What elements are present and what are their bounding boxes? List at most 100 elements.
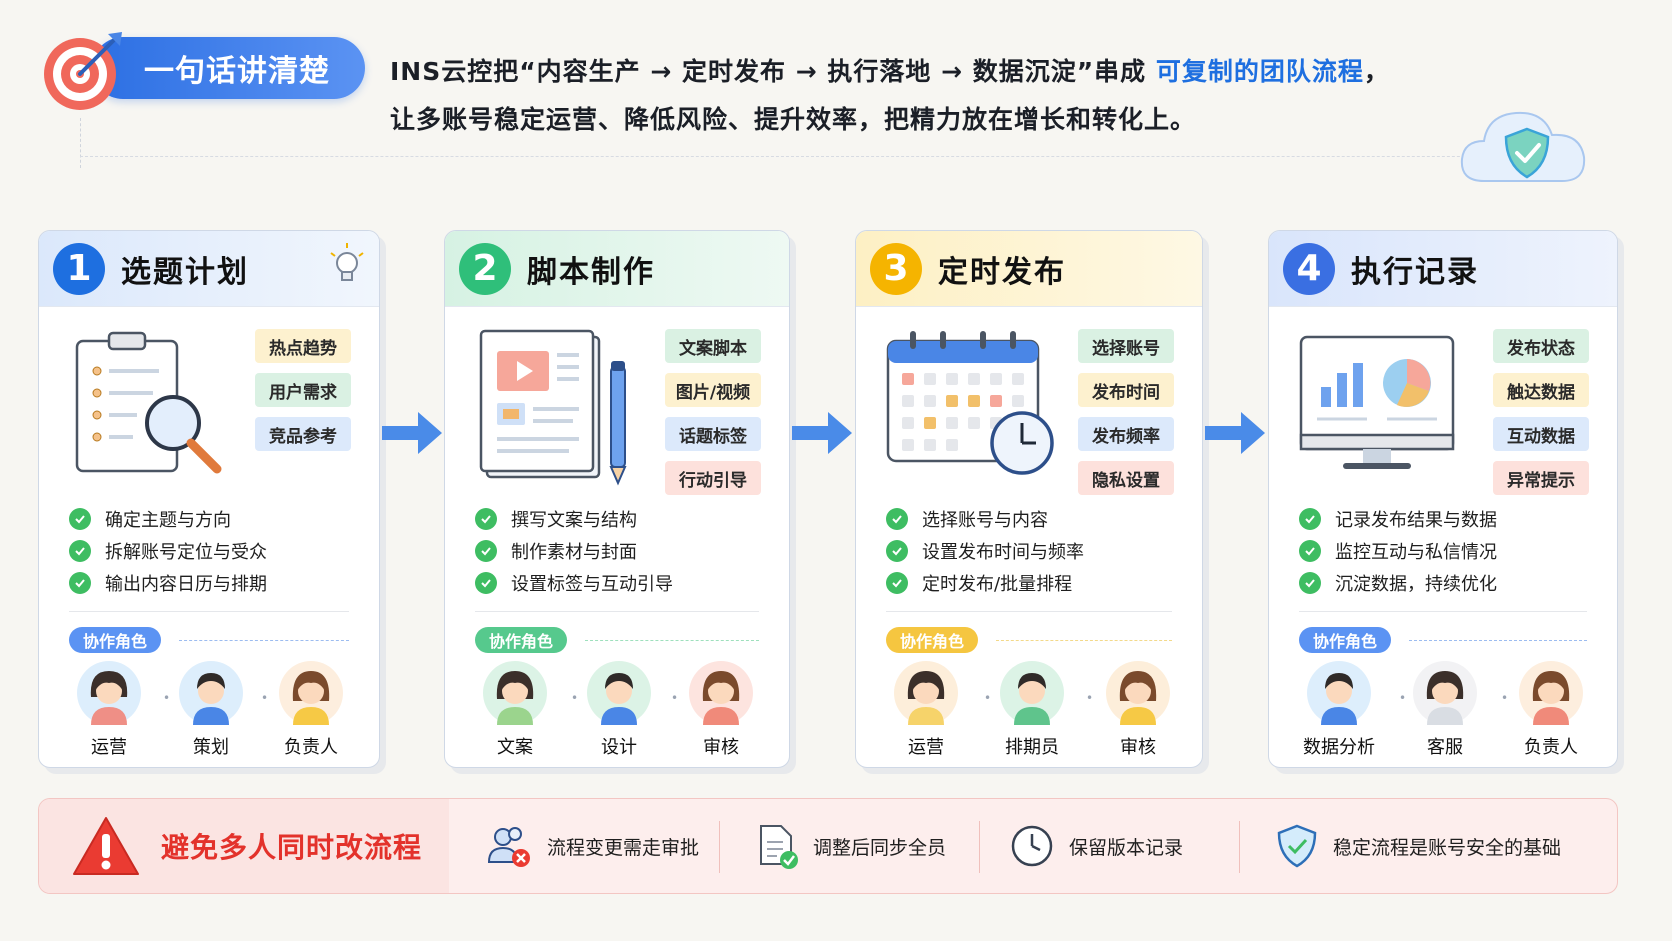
step-4-tags: 发布状态 触达数据 互动数据 异常提示 [1493, 329, 1589, 505]
role-separator: • [671, 691, 679, 705]
header-line-2: 让多账号稳定运营、降低风险、提升效率，把精力放在增长和转化上。 [390, 105, 1197, 134]
warning-separator [1239, 821, 1240, 873]
role-label: 客服 [1427, 737, 1463, 758]
step-1-header: 1 选题计划 [39, 231, 379, 307]
step-2-tags: 文案脚本 图片/视频 话题标签 行动引导 [665, 329, 761, 505]
divider [1299, 611, 1587, 612]
avatar-female [689, 661, 753, 725]
check-text: 确定主题与方向 [105, 510, 231, 531]
role-item: 文案 [465, 661, 565, 759]
collab-roles-badge: 协作角色 [1299, 627, 1392, 653]
warning-heading: 避免多人同时改流程 [39, 799, 449, 893]
warning-separator [979, 821, 980, 873]
tag-item: 行动引导 [665, 461, 761, 495]
warning-bar: 避免多人同时改流程 流程变更需走审批 调整后同步全员 保留版本记录 [38, 798, 1618, 894]
warning-item-sync: 调整后同步全员 [755, 799, 946, 893]
clock-icon [1011, 825, 1053, 867]
flow-arrow-3 [1205, 412, 1265, 454]
role-label: 运营 [908, 737, 944, 758]
role-separator: • [1399, 691, 1407, 705]
step-3-number: 3 [870, 242, 922, 295]
tag-item: 异常提示 [1493, 461, 1589, 495]
tag-item: 发布频率 [1078, 417, 1174, 451]
role-item: 审核 [671, 661, 771, 759]
header-summary: INS云控把“内容生产 → 定时发布 → 执行落地 → 数据沉淀”串成 可复制的… [390, 48, 1390, 144]
step-2-number: 2 [459, 242, 511, 295]
collab-guide-line [1409, 640, 1587, 641]
tag-item: 触达数据 [1493, 373, 1589, 407]
check-icon [475, 572, 497, 594]
check-text: 记录发布结果与数据 [1335, 510, 1497, 531]
check-icon [886, 508, 908, 530]
check-icon [886, 572, 908, 594]
check-icon [69, 508, 91, 530]
role-label: 文案 [497, 737, 533, 758]
tag-item: 用户需求 [255, 373, 351, 407]
divider [475, 611, 759, 612]
step-1-number: 1 [53, 242, 105, 295]
check-icon [475, 540, 497, 562]
tag-item: 热点趋势 [255, 329, 351, 363]
avatar-female [279, 661, 343, 725]
target-icon [44, 32, 122, 110]
step-3-checklist: 选择账号与内容 设置发布时间与频率 定时发布/批量排程 [886, 503, 1172, 599]
role-separator: • [163, 691, 171, 705]
check-icon [475, 508, 497, 530]
collab-roles-badge: 协作角色 [475, 627, 568, 653]
role-separator: • [984, 691, 992, 705]
warning-item-version: 保留版本记录 [1009, 799, 1183, 893]
calendar-clock-illustration [886, 331, 1054, 475]
check-icon [886, 540, 908, 562]
check-item: 设置发布时间与频率 [886, 535, 1172, 567]
role-label: 策划 [193, 737, 229, 758]
step-2-checklist: 撰写文案与结构 制作素材与封面 设置标签与互动引导 [475, 503, 759, 599]
avatar-female [77, 661, 141, 725]
collab-roles-badge: 协作角色 [886, 627, 979, 653]
header-line-1-text: INS云控把“内容生产 → 定时发布 → 执行落地 → 数据沉淀”串成 [390, 57, 1156, 86]
tag-item: 话题标签 [665, 417, 761, 451]
role-item: 审核 [1088, 661, 1188, 759]
role-label: 审核 [1120, 737, 1156, 758]
role-label: 运营 [91, 737, 127, 758]
role-label: 设计 [601, 737, 637, 758]
check-item: 沉淀数据，持续优化 [1299, 567, 1587, 599]
role-separator: • [261, 691, 269, 705]
check-text: 沉淀数据，持续优化 [1335, 574, 1497, 595]
step-card-3: 3 定时发布 选择账号 发布时间 发布频率 隐私设置 选择账号与内容 设置发布时… [855, 230, 1203, 768]
step-card-1: 1 选题计划 热点趋势 用户需求 竞品参考 确定主题与方向 拆解账号定位与受众 … [38, 230, 380, 768]
step-1-roles: 运营 • 策划 • 负责人 [59, 661, 359, 761]
role-item: 排期员 [982, 661, 1082, 759]
check-icon [1299, 508, 1321, 530]
step-4-roles: 数据分析 • 客服 • 负责人 [1289, 661, 1597, 761]
header-line-1-highlight: 可复制的团队流程 [1155, 57, 1364, 86]
step-card-4: 4 执行记录 发布状态 触达数据 互动数据 异常提示 记录发布结果与数据 监控互… [1268, 230, 1618, 768]
check-text: 设置发布时间与频率 [922, 542, 1084, 563]
collab-guide-line [996, 640, 1172, 641]
step-4-checklist: 记录发布结果与数据 监控互动与私信情况 沉淀数据，持续优化 [1299, 503, 1587, 599]
avatar-female [1519, 661, 1583, 725]
header-guide-line [80, 156, 1560, 157]
step-3-tags: 选择账号 发布时间 发布频率 隐私设置 [1078, 329, 1174, 505]
check-item: 输出内容日历与排期 [69, 567, 349, 599]
warning-item-stability: 稳定流程是账号安全的基础 [1275, 799, 1561, 893]
header-line-1: INS云控把“内容生产 → 定时发布 → 执行落地 → 数据沉淀”串成 可复制的… [390, 48, 1390, 96]
warning-item-approval: 流程变更需走审批 [485, 799, 699, 893]
avatar-male [1000, 661, 1064, 725]
role-separator: • [571, 691, 579, 705]
step-1-title: 选题计划 [121, 254, 249, 290]
header-line-1-suffix: ， [1363, 57, 1390, 86]
check-text: 定时发布/批量排程 [922, 574, 1073, 595]
warning-item-text: 保留版本记录 [1069, 836, 1184, 859]
collab-guide-line [179, 640, 349, 641]
step-1-checklist: 确定主题与方向 拆解账号定位与受众 输出内容日历与排期 [69, 503, 349, 599]
step-4-header: 4 执行记录 [1269, 231, 1617, 307]
check-item: 定时发布/批量排程 [886, 567, 1172, 599]
check-item: 选择账号与内容 [886, 503, 1172, 535]
collab-guide-line [585, 640, 759, 641]
role-item: 客服 [1395, 661, 1495, 759]
role-label: 负责人 [284, 737, 338, 758]
role-item: 负责人 [261, 661, 361, 759]
role-item: 设计 [569, 661, 669, 759]
check-icon [1299, 572, 1321, 594]
lightbulb-icon [330, 243, 364, 281]
